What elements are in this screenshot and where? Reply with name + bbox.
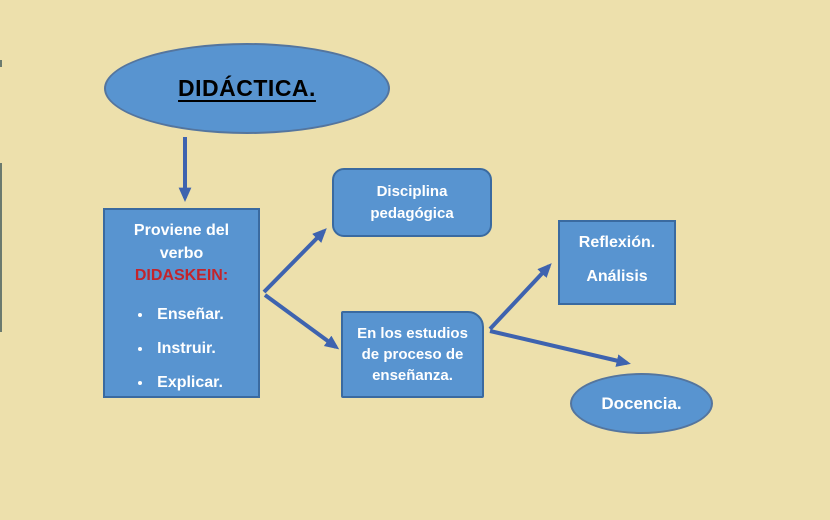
- list-item: Enseñar.: [153, 304, 224, 327]
- reflexion-box: Reflexión. Análisis: [558, 220, 676, 305]
- estudios-box: En los estudios de proceso de enseñanza.: [341, 311, 484, 398]
- arrow-estudios-to-reflexion: [488, 263, 552, 331]
- verb-line2: verbo: [159, 244, 204, 262]
- didactica-label: DIDÁCTICA.: [178, 75, 316, 101]
- estudios-line3: enseñanza.: [372, 367, 453, 384]
- arrow-verb-to-disciplina: [262, 228, 327, 294]
- arrow-verb-to-estudios: [263, 293, 340, 350]
- disciplina-line1: Disciplina: [376, 182, 448, 200]
- docencia-ellipse: Docencia.: [570, 373, 713, 434]
- list-item: Instruir.: [153, 338, 224, 361]
- disciplina-box: Disciplina pedagógica: [332, 168, 492, 237]
- estudios-line2: de proceso de: [361, 346, 464, 363]
- docencia-label: Docencia.: [601, 393, 682, 413]
- verb-line1: Proviene del: [133, 222, 230, 239]
- disciplina-line2: pedagógica: [370, 204, 454, 222]
- estudios-line1: En los estudios: [357, 325, 468, 342]
- list-item: Explicar.: [153, 372, 224, 395]
- didactica-ellipse: DIDÁCTICA.: [104, 43, 390, 134]
- verb-origin-box: Proviene del verbo DIDASKEIN: Enseñar. I…: [103, 208, 260, 398]
- verb-meaning-list: Enseñar. Instruir. Explicar.: [153, 304, 224, 405]
- arrow-estudios-to-docencia: [489, 329, 631, 367]
- didaskein-keyword: DIDASKEIN:: [134, 267, 229, 285]
- reflexion-line2: Análisis: [586, 268, 648, 285]
- reflexion-line1: Reflexión.: [578, 234, 656, 251]
